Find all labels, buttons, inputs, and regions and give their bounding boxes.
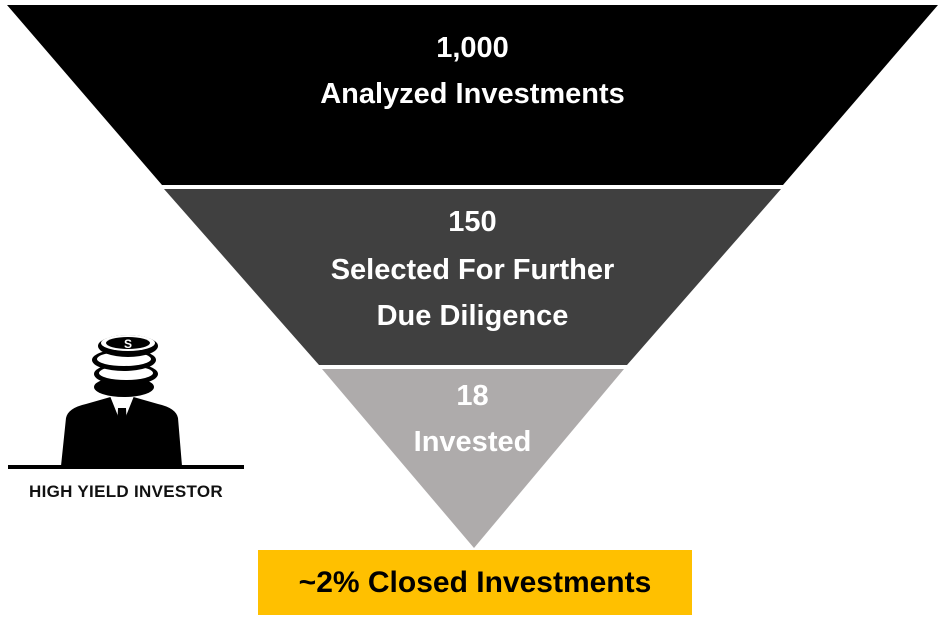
stage-2-count: 150 (448, 206, 497, 238)
svg-text:S: S (124, 337, 132, 351)
stage-1-text: Analyzed Investments (320, 78, 625, 110)
stage-1-label: 1,000 Analyzed Investments (0, 30, 945, 112)
closed-investments-label: ~2% Closed Investments (298, 565, 652, 599)
stage-3-label: 18 Invested (0, 378, 945, 460)
stage-2-text-line1: Selected For Further (330, 254, 615, 286)
stage-2-label: 150 Selected For Further Due Diligence (0, 204, 945, 334)
logo-text: HIGH YIELD INVESTOR (29, 482, 223, 501)
funnel-stage-analyzed (7, 5, 938, 185)
stage-3-count: 18 (456, 380, 489, 412)
funnel-stage-selected (164, 189, 781, 365)
stage-3-text: Invested (413, 426, 532, 458)
stage-1-count: 1,000 (436, 32, 509, 64)
funnel-stage-invested (322, 369, 624, 548)
stage-2-text-line2: Due Diligence (376, 300, 569, 332)
high-yield-investor-logo-icon: S (8, 335, 244, 469)
closed-investments-box: ~2% Closed Investments (258, 550, 692, 615)
